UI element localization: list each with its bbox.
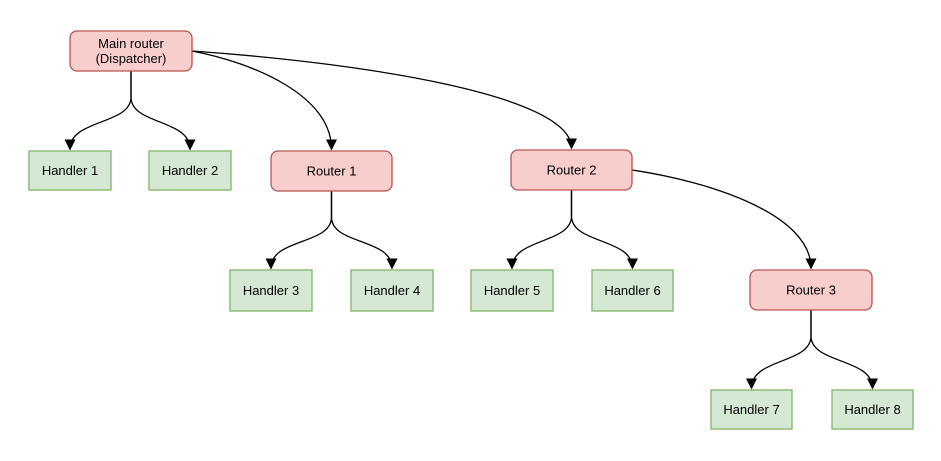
edge-r1-to-h4 [330, 191, 398, 270]
node-h8-box [831, 389, 914, 430]
node-h1-box [28, 150, 112, 191]
node-r3-box [749, 269, 873, 311]
node-h4-label: Handler 4 [364, 283, 420, 298]
node-h6-label: Handler 6 [604, 283, 660, 298]
edge-r2-to-h5 [506, 190, 573, 270]
node-h3-box [229, 269, 313, 312]
node-main-box [69, 30, 193, 72]
edge-main-to-r2 [191, 50, 577, 150]
edge-main-to-h2 [130, 71, 196, 151]
node-r1-label: Router 1 [307, 164, 357, 179]
node-h7-box [710, 389, 793, 430]
node-h7-label: Handler 7 [723, 402, 779, 417]
node-h4: Handler 4 [350, 269, 434, 312]
node-h8: Handler 8 [831, 389, 914, 430]
node-main-label: Main router(Dispatcher) [96, 36, 167, 66]
node-h3-label: Handler 3 [243, 283, 299, 298]
node-h4-box [350, 269, 434, 312]
node-h5: Handler 5 [470, 269, 554, 312]
edge-main-to-h1 [64, 71, 132, 151]
node-main: Main router(Dispatcher) [69, 30, 193, 72]
node-r2: Router 2 [510, 149, 633, 191]
node-h3: Handler 3 [229, 269, 313, 312]
edge-main-to-r1 [191, 50, 337, 151]
node-h2: Handler 2 [148, 150, 232, 191]
node-h7: Handler 7 [710, 389, 793, 430]
edge-r1-to-h3 [265, 191, 333, 270]
edges-layer [64, 50, 878, 390]
node-r3: Router 3 [749, 269, 873, 311]
edge-r2-to-h6 [570, 190, 638, 270]
nodes-layer: Main router(Dispatcher) Handler 1 Handler … [28, 30, 914, 430]
node-r2-label: Router 2 [547, 163, 597, 178]
node-h1: Handler 1 [28, 150, 112, 191]
node-r2-box [510, 149, 633, 191]
node-r3-label: Router 3 [786, 283, 836, 298]
node-h6: Handler 6 [591, 269, 674, 312]
node-h2-box [148, 150, 232, 191]
node-h2-label: Handler 2 [162, 163, 218, 178]
edge-r3-to-h7 [746, 310, 812, 390]
node-h5-box [470, 269, 554, 312]
node-h8-label: Handler 8 [844, 402, 900, 417]
node-r1: Router 1 [270, 150, 393, 192]
node-h1-label: Handler 1 [42, 163, 98, 178]
edge-r2-to-r3 [631, 169, 817, 270]
node-h6-box [591, 269, 674, 312]
node-r1-box [270, 150, 393, 192]
node-h5-label: Handler 5 [484, 283, 540, 298]
edge-r3-to-h8 [810, 310, 878, 390]
